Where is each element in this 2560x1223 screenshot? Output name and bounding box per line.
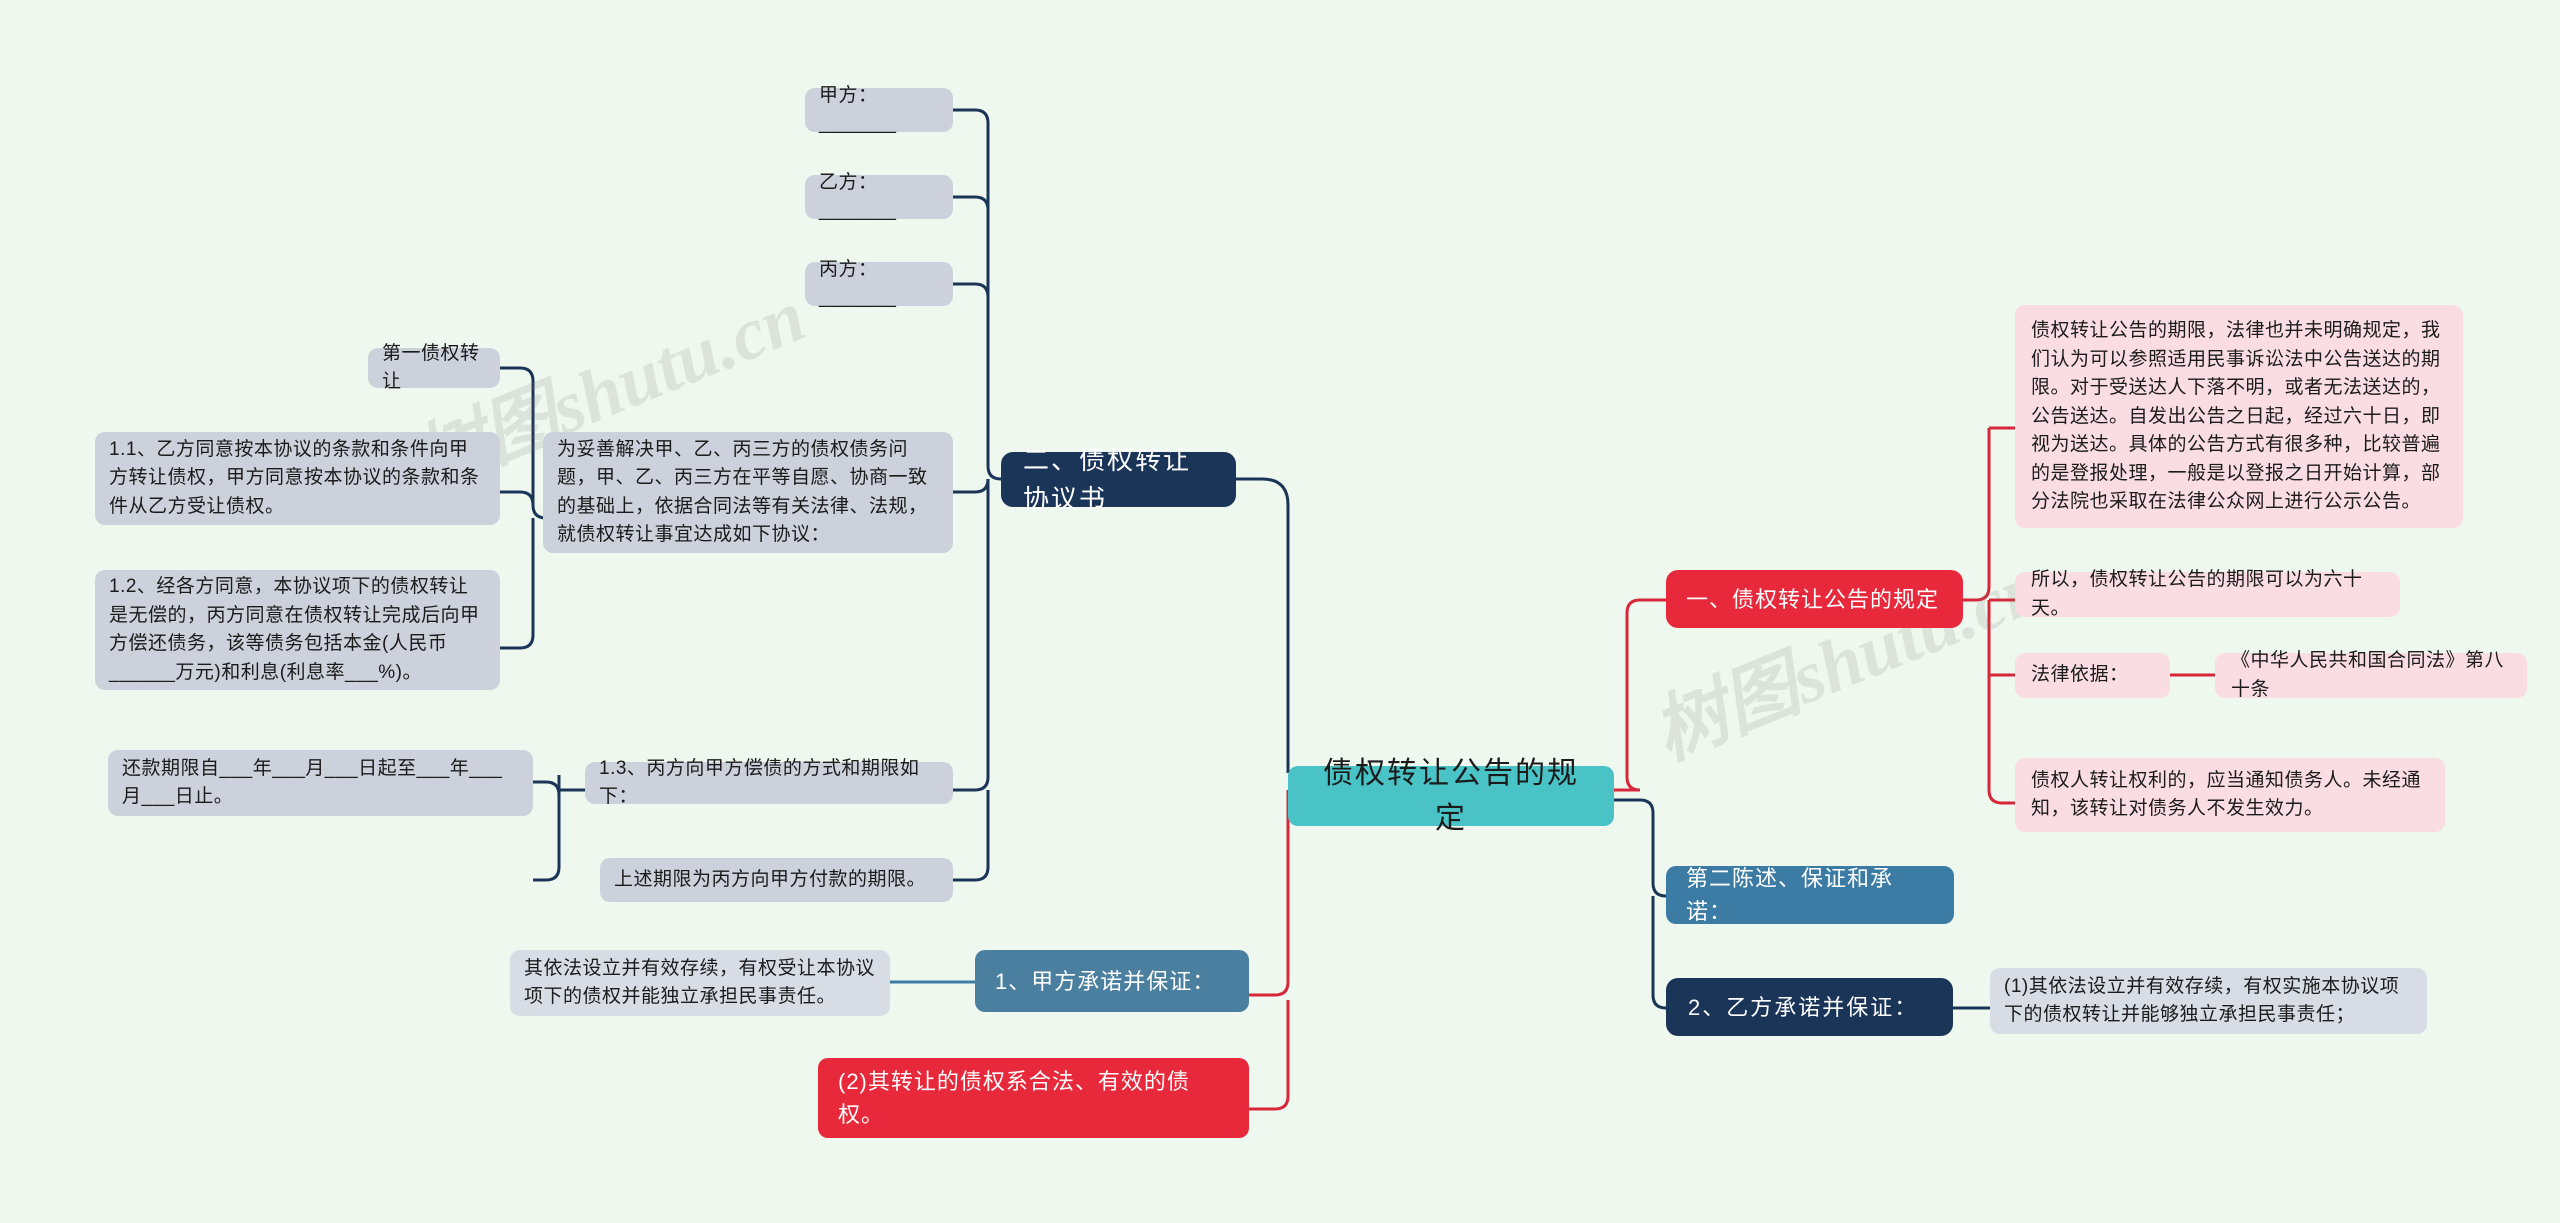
node-party-a-promise-detail[interactable]: 其依法设立并有效存续，有权受让本协议项下的债权并能独立承担民事责任。 bbox=[510, 950, 890, 1016]
watermark-right: 树图shutu.cn bbox=[1642, 545, 2057, 776]
node-label: 《中华人民共和国合同法》第八十条 bbox=[2231, 650, 2505, 700]
node-label: 乙方：_______ bbox=[819, 171, 897, 222]
node-party-b-promise-detail[interactable]: (1)其依法设立并有效存续，有权实施本协议项下的债权转让并能够独立承担民事责任； bbox=[1990, 968, 2427, 1034]
node-party-b-promise[interactable]: 2、乙方承诺并保证： bbox=[1666, 978, 1953, 1036]
node-preamble[interactable]: 为妥善解决甲、乙、丙三方的债权债务问题，甲、乙、丙三方在平等自愿、协商一致的基础… bbox=[543, 432, 953, 553]
node-label: 一、债权转让公告的规定 bbox=[1686, 586, 1940, 612]
node-label: 丙方：_______ bbox=[819, 258, 897, 309]
node-item-1-2[interactable]: 1.2、经各方同意，本协议项下的债权转让是无偿的，丙方同意在债权转让完成后向甲方… bbox=[95, 570, 500, 690]
node-regulation-detail[interactable]: 债权转让公告的期限，法律也并未明确规定，我们认为可以参照适用民事诉讼法中公告送达… bbox=[2015, 305, 2463, 528]
node-label: 二、债权转让协议书 bbox=[1023, 444, 1192, 514]
node-label: 债权转让公告的期限，法律也并未明确规定，我们认为可以参照适用民事诉讼法中公告送达… bbox=[2031, 320, 2441, 512]
node-creditor-notice[interactable]: 债权人转让权利的，应当通知债务人。未经通知，该转让对债务人不发生效力。 bbox=[2015, 758, 2445, 832]
node-label: 为妥善解决甲、乙、丙三方的债权债务问题，甲、乙、丙三方在平等自愿、协商一致的基础… bbox=[557, 438, 928, 546]
node-party-a-promise[interactable]: 1、甲方承诺并保证： bbox=[975, 950, 1249, 1012]
node-label: (1)其依法设立并有效存续，有权实施本协议项下的债权转让并能够独立承担民事责任； bbox=[2004, 975, 2400, 1026]
node-label: 1、甲方承诺并保证： bbox=[995, 968, 1216, 994]
node-label: 第一债权转让 bbox=[382, 342, 480, 393]
node-party-jia[interactable]: 甲方：_______ bbox=[805, 85, 953, 134]
node-payment-period-note[interactable]: 上述期限为丙方向甲方付款的期限。 bbox=[600, 858, 953, 902]
node-section-one[interactable]: 第一债权转让 bbox=[368, 343, 500, 392]
node-repayment-period[interactable]: 还款期限自___年___月___日起至___年___月___日止。 bbox=[108, 750, 533, 816]
node-regulation-conclusion[interactable]: 所以，债权转让公告的期限可以为六十天。 bbox=[2015, 569, 2400, 619]
node-label: 1.2、经各方同意，本协议项下的债权转让是无偿的，丙方同意在债权转让完成后向甲方… bbox=[109, 576, 480, 683]
node-label: 其依法设立并有效存续，有权受让本协议项下的债权并能独立承担民事责任。 bbox=[524, 957, 876, 1008]
node-label: 2、乙方承诺并保证： bbox=[1688, 994, 1919, 1020]
node-label: 1.1、乙方同意按本协议的条款和条件向甲方转让债权，甲方同意按本协议的条款和条件… bbox=[109, 438, 480, 517]
node-label: 债权转让公告的规定 bbox=[1323, 757, 1579, 835]
node-agreement-title[interactable]: 二、债权转让协议书 bbox=[1001, 445, 1236, 514]
node-root[interactable]: 债权转让公告的规定 bbox=[1288, 757, 1614, 835]
node-item-1-1[interactable]: 1.1、乙方同意按本协议的条款和条件向甲方转让债权，甲方同意按本协议的条款和条件… bbox=[95, 432, 500, 525]
node-label: 法律依据： bbox=[2031, 664, 2129, 686]
node-legal-basis-value[interactable]: 《中华人民共和国合同法》第八十条 bbox=[2215, 650, 2527, 700]
node-legal-basis-label[interactable]: 法律依据： bbox=[2015, 653, 2170, 698]
node-label: 还款期限自___年___月___日起至___年___月___日止。 bbox=[122, 757, 503, 808]
node-label: (2)其转让的债权系合法、有效的债权。 bbox=[838, 1069, 1190, 1127]
node-statement[interactable]: 第二陈述、保证和承诺： bbox=[1666, 866, 1954, 924]
node-label: 第二陈述、保证和承诺： bbox=[1686, 866, 1894, 924]
node-transfer-legal[interactable]: (2)其转让的债权系合法、有效的债权。 bbox=[818, 1058, 1249, 1138]
node-label: 上述期限为丙方向甲方付款的期限。 bbox=[614, 868, 927, 890]
node-label: 甲方：_______ bbox=[819, 84, 897, 135]
node-party-bing[interactable]: 丙方：_______ bbox=[805, 259, 953, 308]
node-item-1-3[interactable]: 1.3、丙方向甲方偿债的方式和期限如下： bbox=[585, 758, 953, 807]
node-regulation[interactable]: 一、债权转让公告的规定 bbox=[1666, 570, 1963, 628]
node-label: 所以，债权转让公告的期限可以为六十天。 bbox=[2031, 569, 2363, 619]
node-label: 1.3、丙方向甲方偿债的方式和期限如下： bbox=[599, 757, 920, 808]
node-label: 债权人转让权利的，应当通知债务人。未经通知，该转让对债务人不发生效力。 bbox=[2031, 769, 2422, 820]
node-party-yi[interactable]: 乙方：_______ bbox=[805, 172, 953, 221]
